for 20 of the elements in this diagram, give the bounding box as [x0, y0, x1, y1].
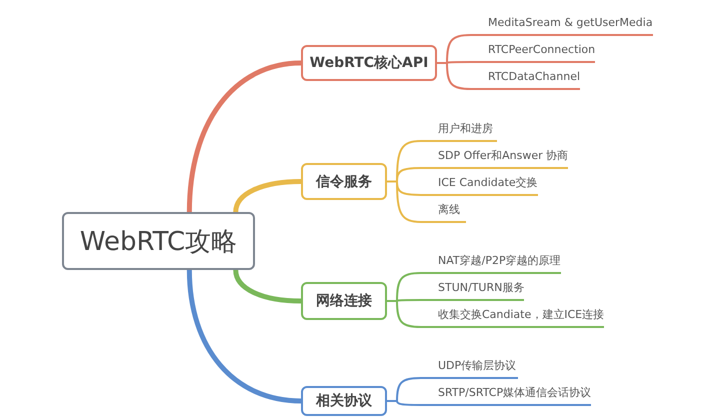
- branch-box: 信令服务: [301, 163, 387, 200]
- leaf-label: RTCPeerConnection: [471, 43, 596, 63]
- branch-connector: [186, 60, 302, 212]
- branch-box: WebRTC核心API: [301, 45, 437, 81]
- leaf-label: 收集交换Candiate，建立ICE连接: [421, 308, 604, 328]
- leaf-label: MeditaSream & getUserMedia: [471, 16, 653, 36]
- leaf-label: NAT穿越/P2P穿越的原理: [421, 254, 561, 274]
- connector: [387, 400, 421, 406]
- branch-connector: [186, 270, 302, 404]
- leaf-label: SRTP/SRTCP媒体通信会话协议: [421, 386, 592, 406]
- branch-box: 相关协议: [301, 386, 387, 416]
- leaf-label: UDP传输层协议: [421, 359, 518, 379]
- leaf-label: 用户和进房: [421, 122, 497, 142]
- leaf-label: ICE Candidate交换: [421, 176, 538, 196]
- leaf-label: RTCDataChannel: [471, 70, 580, 90]
- leaf-label: 离线: [421, 203, 466, 223]
- leaf-label: SDP Offer和Answer 协商: [421, 149, 568, 169]
- leaf-label: STUN/TURN服务: [421, 281, 524, 301]
- topic-box: WebRTC攻略: [62, 212, 255, 270]
- branch-box: 网络连接: [301, 282, 387, 320]
